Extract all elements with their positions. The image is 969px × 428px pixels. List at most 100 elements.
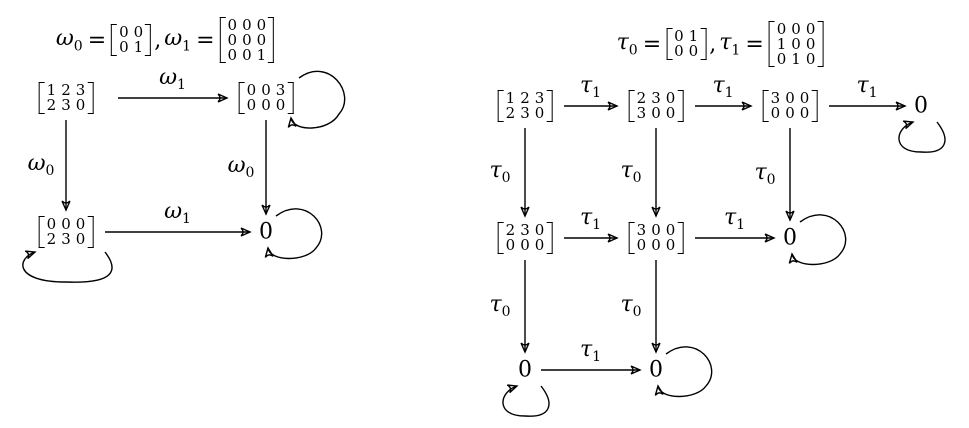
- matrix-entry: 0: [119, 38, 129, 56]
- matrix-entry: 0: [242, 30, 252, 49]
- edges-layer: [22, 70, 946, 417]
- comma: ,: [709, 31, 717, 57]
- matrix-entry: 2: [636, 89, 647, 107]
- node-l4: 0: [259, 220, 273, 245]
- zero-node-label: 0: [783, 225, 797, 251]
- edge-label-subscript: 1: [592, 217, 602, 234]
- matrix-entry: 2: [505, 221, 516, 239]
- edge-label-letter: τ: [620, 291, 633, 317]
- edge-label-letter: ω: [227, 152, 246, 178]
- matrix-entry: 0: [246, 81, 257, 99]
- edge-label-letter: τ: [754, 159, 767, 185]
- self-loop-r9: [654, 346, 713, 398]
- matrix-entry: 0: [119, 23, 129, 41]
- matrix-entry: 0: [665, 236, 676, 254]
- matrix-entry: 0: [636, 236, 647, 254]
- matrix-entry: 0: [534, 104, 545, 122]
- edge-label: τ0: [620, 158, 641, 186]
- matrix-entry: 3: [636, 221, 647, 239]
- matrix-entry: 0: [665, 89, 676, 107]
- matrix-entry: 0: [651, 236, 661, 254]
- matrix-entry: 0: [651, 104, 661, 122]
- matrix-entry: 0: [75, 215, 86, 233]
- matrix-entry: 0: [227, 45, 238, 64]
- matrix-entry: 2: [46, 96, 57, 114]
- symbol-subscript: 0: [628, 42, 638, 59]
- matrix-entry: 0: [46, 215, 57, 233]
- matrix-entry: 0: [505, 236, 516, 254]
- left-bracket: [666, 28, 673, 60]
- matrix-symbol: ω1: [164, 26, 191, 54]
- edge-label-subscript: 0: [632, 304, 642, 321]
- right-bracket: [677, 222, 684, 254]
- matrix-entry: 0: [261, 81, 271, 99]
- node-r4: 0: [914, 94, 928, 119]
- edge-label-letter: τ: [856, 72, 869, 98]
- self-loop-r8: [502, 384, 550, 417]
- right-bracket: [287, 82, 294, 114]
- matrix-entry: 0: [674, 27, 684, 45]
- edge-label: ω0: [228, 153, 255, 181]
- matrix-entry: 0: [261, 96, 271, 114]
- matrix-entry: 3: [651, 89, 661, 107]
- edge-label-subscript: 0: [501, 170, 511, 187]
- left-bracket: [628, 90, 635, 122]
- right-bracket: [145, 24, 152, 56]
- right-bracket: [811, 90, 818, 122]
- matrix-entry: 0: [75, 230, 86, 248]
- left-bracket: [238, 82, 245, 114]
- equals-sign: =: [745, 31, 764, 57]
- zero-node-label: 0: [649, 357, 663, 383]
- matrix-entry: 0: [651, 221, 661, 239]
- edge-label: τ0: [754, 160, 775, 188]
- matrix-entry: 0: [534, 236, 545, 254]
- edge-label: τ0: [489, 158, 510, 186]
- node-r7: 0: [783, 226, 797, 251]
- right-bracket: [700, 28, 707, 60]
- self-loop-r4: [898, 120, 946, 153]
- matrix-entry: 3: [520, 221, 530, 239]
- matrix-entry: 0: [805, 19, 816, 38]
- right-bracket: [817, 21, 824, 67]
- matrix-entry: 3: [770, 89, 781, 107]
- equals-sign: =: [87, 27, 107, 53]
- matrix-entry: 0: [688, 42, 699, 60]
- edge-label-subscript: 1: [592, 85, 602, 102]
- edge-label-subscript: 0: [501, 304, 511, 321]
- matrix-entry: 3: [61, 96, 71, 114]
- matrix-entry: 1: [505, 89, 516, 107]
- symbol-letter: τ: [616, 29, 629, 55]
- matrix-entry: 2: [61, 81, 71, 99]
- matrix-entry: 0: [256, 30, 267, 49]
- self-loop-l3: [22, 250, 113, 283]
- edge-label-letter: τ: [579, 204, 593, 230]
- edge-label: τ1: [580, 205, 601, 233]
- right-bracket: [677, 90, 684, 122]
- left-bracket: [762, 90, 769, 122]
- matrix-symbol: τ0: [617, 30, 638, 58]
- symbol-letter: ω: [55, 25, 74, 51]
- edge-label-letter: τ: [579, 336, 593, 362]
- edge-label-letter: ω: [27, 150, 46, 176]
- matrix-entry: 2: [505, 104, 516, 122]
- edge-label-letter: τ: [489, 157, 502, 183]
- matrix-entry: 0: [776, 19, 787, 38]
- matrix-entry: 0: [770, 104, 781, 122]
- matrix-entry: 3: [636, 104, 647, 122]
- zero-node-label: 0: [259, 219, 273, 245]
- equals-sign: =: [642, 31, 662, 57]
- self-loop-l2: [287, 70, 346, 129]
- left-bracket: [768, 21, 775, 67]
- edge-label-subscript: 0: [45, 163, 55, 180]
- zero-node-label: 0: [518, 357, 532, 383]
- edge-label-letter: τ: [489, 291, 502, 317]
